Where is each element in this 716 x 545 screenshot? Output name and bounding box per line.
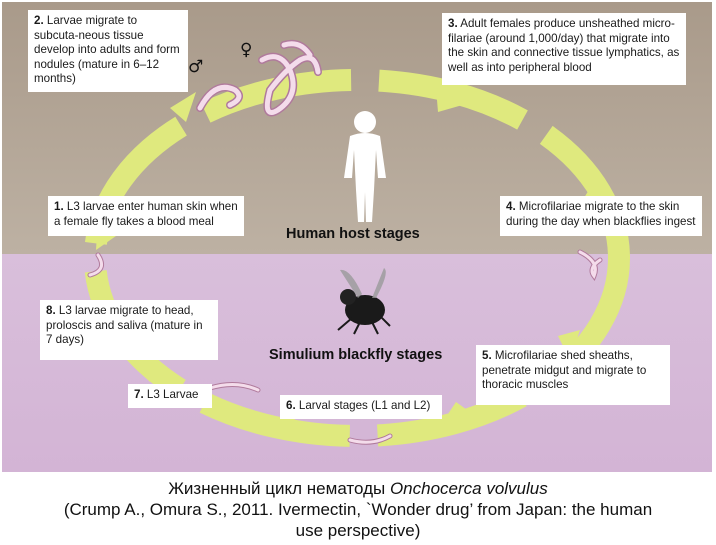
step-7-box: 7. L3 Larvae <box>128 384 212 408</box>
step-5-number: 5. <box>482 349 492 362</box>
male-symbol-icon: ♂ <box>188 57 204 77</box>
caption-line-1: Жизненный цикл нематоды Onchocerca volvu… <box>0 478 716 499</box>
step-6-text: Larval stages (L1 and L2) <box>295 399 431 412</box>
caption-line-3: use perspective) <box>295 521 421 540</box>
step-8-text: L3 larvae migrate to head, proloscis and… <box>46 304 203 347</box>
step-6-number: 6. <box>286 399 296 412</box>
step-2-text: Larvae migrate to subcuta-neous tissue d… <box>34 14 180 86</box>
step-8-box: 8. L3 larvae migrate to head, proloscis … <box>40 300 218 360</box>
step-3-text: Adult females produce unsheathed micro-f… <box>448 17 680 74</box>
step-3-number: 3. <box>448 17 458 30</box>
blackfly-stages-label: Simulium blackfly stages <box>269 347 443 363</box>
step-5-box: 5. Microfilariae shed sheaths, penetrate… <box>476 345 670 405</box>
step-4-box: 4. Microfilariae migrate to the skin dur… <box>500 196 702 236</box>
figure-caption: Жизненный цикл нематоды Onchocerca volvu… <box>0 478 716 541</box>
step-7-text: L3 Larvae <box>143 388 199 401</box>
human-host-stages-label: Human host stages <box>286 226 420 242</box>
human-silhouette-icon <box>344 111 386 222</box>
step-6-box: 6. Larval stages (L1 and L2) <box>280 395 442 419</box>
step-8-number: 8. <box>46 304 56 317</box>
step-1-text: L3 larvae enter human skin when a female… <box>54 200 238 228</box>
step-1-box: 1. L3 larvae enter human skin when a fem… <box>48 196 244 236</box>
caption-line-2: (Crump A., Omura S., 2011. Ivermectin, `… <box>63 500 653 519</box>
step-4-number: 4. <box>506 200 516 213</box>
caption-prefix: Жизненный цикл нематоды <box>168 479 390 498</box>
blackfly-icon <box>337 268 391 335</box>
step-3-box: 3. Adult females produce unsheathed micr… <box>442 13 686 85</box>
step-2-number: 2. <box>34 14 44 27</box>
cycle-ring <box>84 69 630 447</box>
caption-species: Onchocerca volvulus <box>389 479 548 498</box>
step-5-text: Microfilariae shed sheaths, penetrate mi… <box>482 349 647 392</box>
step-4-text: Microfilariae migrate to the skin during… <box>506 200 696 228</box>
step-2-box: 2. Larvae migrate to subcuta-neous tissu… <box>28 10 188 92</box>
step-7-number: 7. <box>134 388 144 401</box>
adult-worms-fill <box>197 41 321 115</box>
larvae-icons-fill <box>88 250 602 444</box>
female-symbol-icon: ♀ <box>240 40 253 60</box>
step-1-number: 1. <box>54 200 64 213</box>
